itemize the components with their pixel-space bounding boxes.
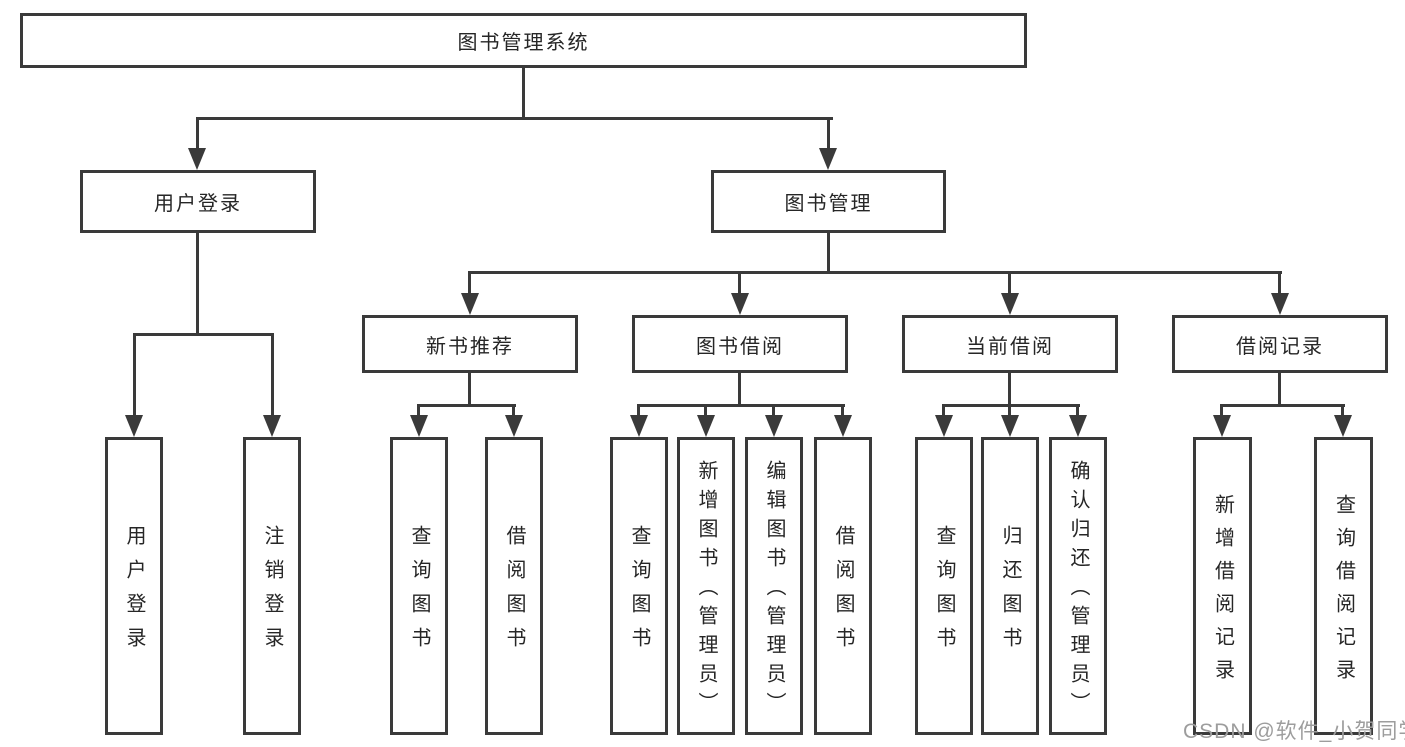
leaf-label: 新增借阅记录 — [1211, 493, 1234, 692]
connector-line — [1220, 407, 1223, 416]
leaf-current-return-books: 归还图书 — [981, 437, 1039, 735]
connector-line — [133, 333, 274, 336]
connector-line — [1008, 274, 1011, 294]
leaf-recommend-query-books: 查询图书 — [390, 437, 448, 735]
leaf-label: 查询图书 — [408, 525, 430, 661]
node-borrowing-records: 借阅记录 — [1172, 315, 1388, 373]
node-label: 当前借阅 — [966, 335, 1054, 358]
connector-line — [1008, 373, 1011, 404]
node-label: 新书推荐 — [426, 335, 514, 358]
connector-line — [196, 120, 199, 150]
arrowhead-icon — [935, 415, 953, 437]
leaf-label: 查询图书 — [628, 525, 650, 661]
leaf-logout: 注销登录 — [243, 437, 301, 735]
arrowhead-icon — [765, 415, 783, 437]
node-new-book-recommendation: 新书推荐 — [362, 315, 578, 373]
arrowhead-icon — [263, 415, 281, 437]
connector-line — [1278, 274, 1281, 294]
connector-line — [772, 407, 775, 416]
connector-line — [738, 373, 741, 404]
connector-line — [468, 274, 471, 294]
arrowhead-icon — [505, 415, 523, 437]
connector-line — [704, 407, 707, 416]
arrowhead-icon — [819, 148, 837, 170]
connector-line — [512, 407, 515, 416]
node-user-login: 用户登录 — [80, 170, 316, 233]
arrowhead-icon — [461, 293, 479, 315]
connector-line — [827, 120, 830, 150]
connector-line — [468, 271, 1282, 274]
leaf-borrowing-borrow-books: 借阅图书 — [814, 437, 872, 735]
watermark-text: CSDN @软件_小贺同学 — [1183, 720, 1405, 743]
connector-line — [942, 404, 1080, 407]
node-label: 图书借阅 — [696, 335, 784, 358]
node-label: 图书管理系统 — [457, 32, 590, 54]
connector-line — [1278, 373, 1281, 404]
connector-line — [196, 233, 199, 333]
connector-line — [133, 336, 136, 416]
arrowhead-icon — [630, 415, 648, 437]
connector-line — [637, 404, 845, 407]
connector-line — [841, 407, 844, 416]
arrowhead-icon — [410, 415, 428, 437]
leaf-records-query-record: 查询借阅记录 — [1314, 437, 1373, 735]
arrowhead-icon — [697, 415, 715, 437]
connector-line — [522, 68, 525, 117]
node-book-borrowing: 图书借阅 — [632, 315, 848, 373]
leaf-label: 用户登录 — [123, 525, 145, 661]
node-label: 借阅记录 — [1236, 335, 1324, 358]
leaf-label: 确认归还（管理员） — [1067, 460, 1089, 721]
leaf-borrowing-add-books-admin: 新增图书（管理员） — [677, 437, 735, 735]
leaf-current-query-books: 查询图书 — [915, 437, 973, 735]
connector-line — [271, 336, 274, 416]
arrowhead-icon — [188, 148, 206, 170]
connector-line — [468, 373, 471, 404]
connector-line — [637, 407, 640, 416]
leaf-label: 借阅图书 — [503, 525, 525, 661]
leaf-recommend-borrow-books: 借阅图书 — [485, 437, 543, 735]
leaf-label: 查询借阅记录 — [1332, 493, 1355, 692]
connector-line — [738, 274, 741, 294]
connector-line — [1008, 407, 1011, 416]
node-book-management: 图书管理 — [711, 170, 946, 233]
leaf-current-confirm-return-admin: 确认归还（管理员） — [1049, 437, 1107, 735]
arrowhead-icon — [834, 415, 852, 437]
connector-line — [827, 233, 830, 271]
connector-line — [1220, 404, 1345, 407]
node-library-management-system: 图书管理系统 — [20, 13, 1027, 68]
leaf-label: 编辑图书（管理员） — [763, 460, 785, 721]
arrowhead-icon — [1334, 415, 1352, 437]
leaf-borrowing-query-books: 查询图书 — [610, 437, 668, 735]
connector-line — [942, 407, 945, 416]
arrowhead-icon — [1069, 415, 1087, 437]
arrowhead-icon — [1001, 415, 1019, 437]
arrowhead-icon — [1213, 415, 1231, 437]
connector-line — [417, 407, 420, 416]
leaf-label: 注销登录 — [261, 525, 283, 661]
node-label: 图书管理 — [784, 193, 873, 215]
leaf-label: 借阅图书 — [832, 525, 854, 661]
arrowhead-icon — [125, 415, 143, 437]
leaf-label: 查询图书 — [933, 525, 955, 661]
arrowhead-icon — [1001, 293, 1019, 315]
leaf-borrowing-edit-books-admin: 编辑图书（管理员） — [745, 437, 803, 735]
leaf-user-login: 用户登录 — [105, 437, 163, 735]
leaf-label: 归还图书 — [999, 525, 1021, 661]
leaf-label: 新增图书（管理员） — [695, 460, 717, 721]
leaf-records-add-record: 新增借阅记录 — [1193, 437, 1252, 735]
connector-line — [1341, 407, 1344, 416]
connector-line — [1076, 407, 1079, 416]
node-current-borrowing: 当前借阅 — [902, 315, 1118, 373]
node-label: 用户登录 — [154, 193, 242, 215]
arrowhead-icon — [1271, 293, 1289, 315]
arrowhead-icon — [731, 293, 749, 315]
connector-line — [417, 404, 516, 407]
connector-line — [196, 117, 833, 120]
